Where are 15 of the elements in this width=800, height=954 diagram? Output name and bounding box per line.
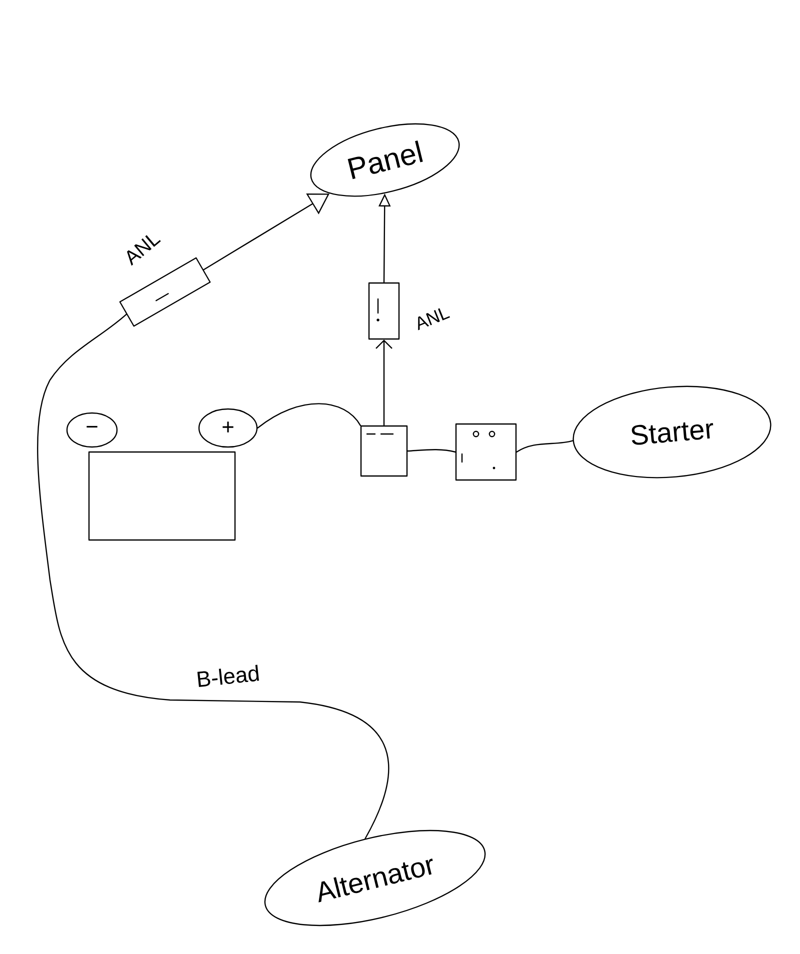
fuse-label: ANL [418,308,450,330]
junction-box [360,425,408,477]
wire [257,403,361,429]
battery-terminal: + [198,408,258,448]
edge-label: B-lead [194,664,262,688]
fuse-symbol [368,282,400,340]
arrow [376,340,392,426]
wire [37,314,390,840]
fuse-label: ANL [127,235,161,266]
wire [407,449,456,453]
junction-box [455,423,517,481]
battery-terminal: − [66,412,118,448]
arrow [203,194,330,270]
battery-box [88,451,236,541]
wire [516,440,574,453]
